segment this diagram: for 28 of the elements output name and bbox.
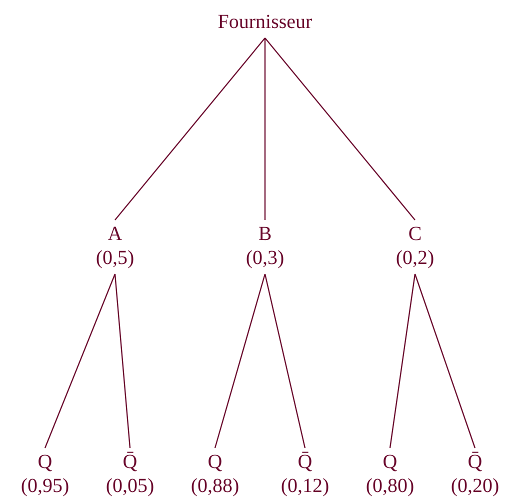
tree-branch-line — [214, 274, 266, 448]
outcome-label: C — [407, 222, 423, 246]
probability-label: (0,3) — [244, 246, 286, 270]
tree-branch-line — [414, 274, 476, 448]
probability-label: (0,05) — [104, 474, 156, 498]
outcome-label: B — [257, 222, 273, 246]
probability-label: (0,80) — [364, 474, 416, 498]
outcome-label: Q̄ — [122, 450, 138, 474]
probability-label: (0,20) — [450, 474, 500, 498]
root-label: Fournisseur — [216, 10, 314, 34]
outcome-label: Q — [36, 450, 54, 474]
probability-label: (0,88) — [190, 474, 240, 498]
outcome-label: Q̄ — [466, 450, 484, 474]
tree-branch-line — [264, 274, 306, 448]
probability-label: (0,5) — [94, 246, 136, 270]
tree-branch-line — [44, 274, 116, 448]
outcome-label: A — [106, 222, 124, 246]
tree-branch-line — [389, 274, 416, 448]
tree-branch-line — [114, 38, 266, 220]
outcome-label: Q — [206, 450, 224, 474]
outcome-label: Q — [382, 450, 398, 474]
tree-branch-line — [114, 274, 131, 448]
probability-label: (0,2) — [394, 246, 436, 270]
outcome-label: Q̄ — [296, 450, 314, 474]
probability-label: (0,95) — [20, 474, 70, 498]
probability-label: (0,12) — [280, 474, 330, 498]
tree-branch-line — [264, 38, 416, 220]
tree-branch-line — [264, 38, 266, 220]
